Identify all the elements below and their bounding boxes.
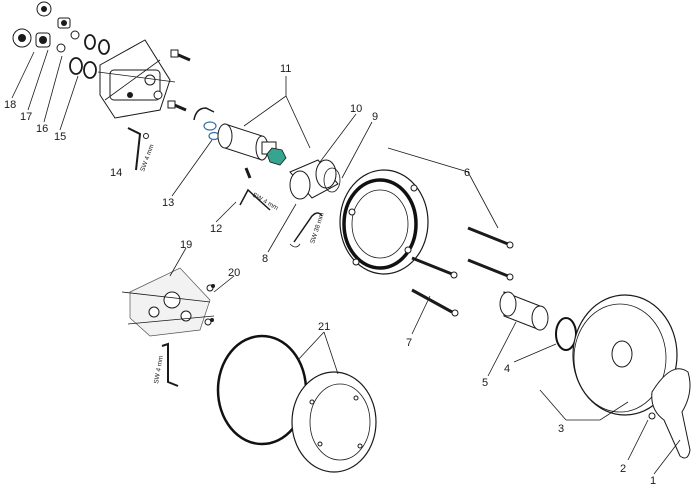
part-number-15: 15 [54, 131, 66, 143]
part-number-1: 1 [650, 475, 656, 487]
screw-upper [170, 49, 191, 62]
part-number-7: 7 [406, 337, 412, 349]
part-number-16: 16 [36, 123, 48, 135]
part-number-13: 13 [162, 197, 174, 209]
tool-label-sw4-middle: SW 4 mm [251, 192, 279, 212]
part-11-cartridge [217, 123, 287, 166]
part-15-o-rings [69, 34, 110, 79]
long-screw-3 [467, 258, 514, 281]
part-1-lever-handle [651, 368, 691, 459]
part-5-sleeve [499, 291, 549, 331]
part-10-sleeve [289, 159, 341, 200]
part-3-escutcheon [572, 294, 678, 416]
part-17-spindle [35, 17, 71, 48]
part-21-trim-ring [291, 371, 377, 473]
part-12-hex-key: SW 4 mm [239, 167, 279, 212]
part-number-14: 14 [110, 167, 122, 179]
part-number-10: 10 [350, 103, 362, 115]
part-number-12: 12 [210, 223, 222, 235]
part-number-3: 3 [558, 423, 564, 435]
part-number-11: 11 [280, 63, 291, 75]
part-8-wrench: SW 38 mm [289, 212, 326, 248]
cartridge-nut-green [266, 147, 287, 166]
part-20-screws [210, 284, 215, 322]
part-18-cap [12, 1, 52, 48]
lower-hex-key: SW 4 mm [153, 342, 179, 387]
long-screw-2 [411, 256, 458, 279]
part-19-body [121, 267, 215, 337]
part-number-18: 18 [4, 99, 16, 111]
part-number-8: 8 [262, 253, 268, 265]
long-screw-1 [467, 226, 514, 249]
part-14-hex-key: SW 4 mm [127, 127, 156, 173]
tool-label-sw4-upper: SW 4 mm [139, 143, 155, 172]
part-number-4: 4 [504, 363, 510, 375]
tool-label-sw4-lower: SW 4 mm [153, 355, 165, 384]
part-4-o-ring [555, 317, 577, 351]
part-number-6: 6 [464, 167, 470, 179]
part-number-9: 9 [372, 111, 378, 123]
long-screw-4 [411, 288, 459, 317]
part-number-21: 21 [318, 321, 330, 333]
part-2-grub-screw [648, 412, 656, 420]
part-6-plaster-guard [339, 169, 429, 275]
part-16-nut [56, 30, 80, 53]
part-number-20: 20 [228, 267, 240, 279]
part-number-2: 2 [620, 463, 626, 475]
part-13-clip [193, 107, 220, 141]
leader-lines [11, 49, 681, 475]
screw-lower [167, 100, 187, 112]
part-number-labels: 18 17 16 15 14 11 10 9 13 12 8 6 7 19 20… [4, 63, 656, 487]
valve-body [97, 39, 176, 119]
part-number-19: 19 [180, 239, 192, 251]
part-number-17: 17 [20, 111, 32, 123]
part-number-5: 5 [482, 377, 488, 389]
